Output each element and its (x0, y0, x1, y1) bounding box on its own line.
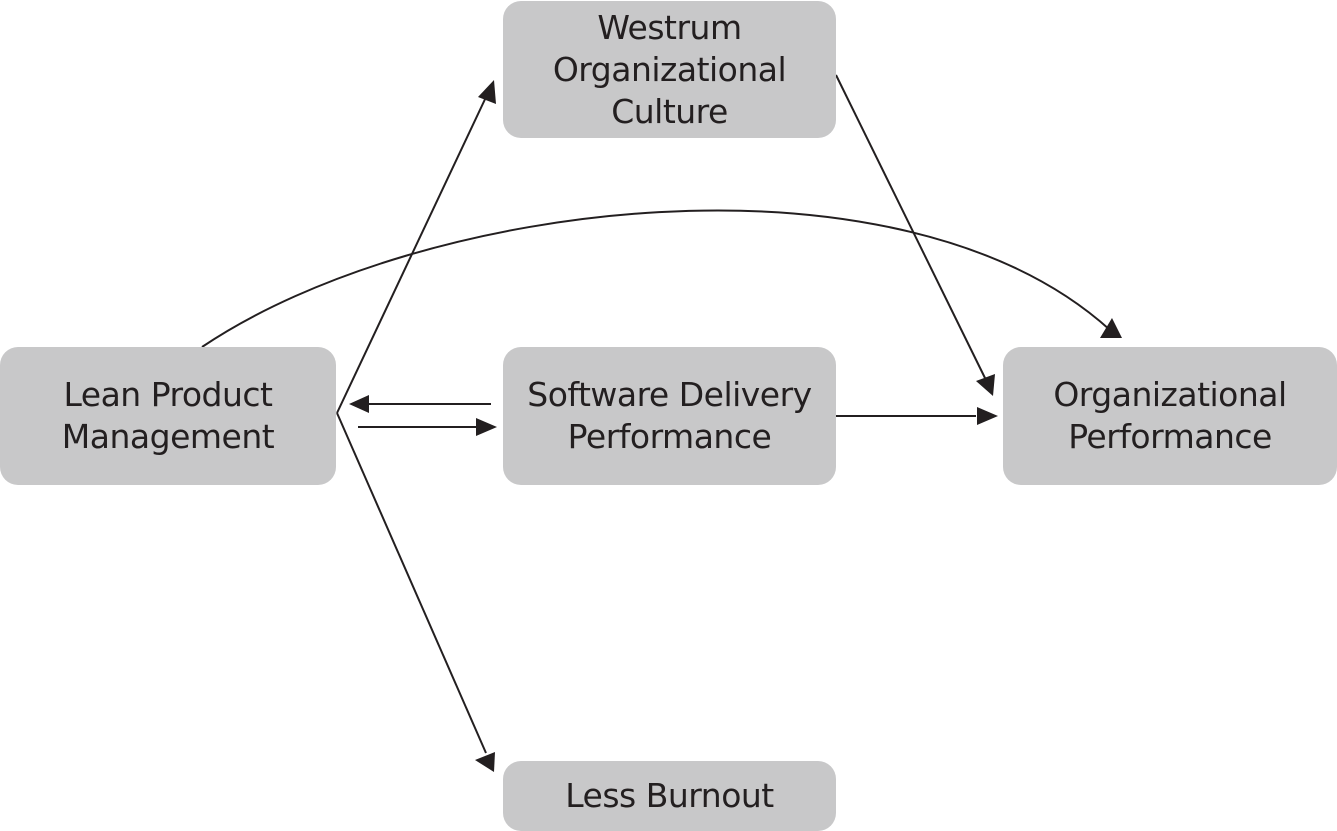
arrowhead-orgperf-curve (1100, 318, 1122, 338)
arrowhead-westrum (478, 80, 496, 104)
edge-lean-to-orgperf (201, 209, 1111, 348)
node-label: Lean Product Management (61, 375, 275, 456)
node-label: Organizational Performance (1053, 375, 1287, 456)
arrowhead-sdp (476, 418, 497, 436)
arrowhead-orgperf-straight (977, 407, 998, 425)
arrowhead-burnout (475, 752, 495, 772)
edge-westrum-to-orgperf (835, 74, 986, 379)
edge-lean-to-burnout (336, 412, 487, 754)
node-label: Less Burnout (565, 776, 774, 815)
node-label: Software Delivery Performance (527, 375, 812, 456)
arrowhead-lean (349, 395, 369, 413)
node-label: Westrum Organizational Culture (552, 7, 787, 131)
arrowhead-orgperf-diagonal (976, 374, 995, 396)
node-lean-product-management: Lean Product Management (0, 347, 336, 485)
node-software-delivery-performance: Software Delivery Performance (503, 347, 836, 485)
node-organizational-performance: Organizational Performance (1003, 347, 1337, 485)
node-westrum-organizational-culture: Westrum Organizational Culture (503, 1, 836, 138)
node-less-burnout: Less Burnout (503, 761, 836, 831)
